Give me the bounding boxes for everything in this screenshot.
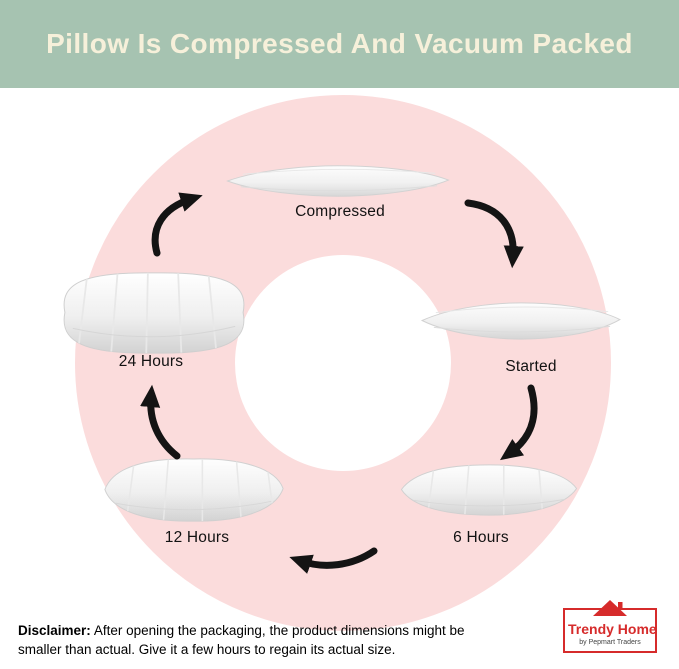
- brand-name: Trendy Home: [568, 621, 657, 638]
- pillow-compressed: [222, 161, 454, 206]
- disclaimer: Disclaimer: After opening the packaging,…: [18, 621, 480, 659]
- pillow-6-hours-illustration: [400, 464, 578, 516]
- disclaimer-text: After opening the packaging, the product…: [18, 622, 465, 657]
- pillow-12-hours-illustration: [104, 458, 284, 522]
- stage-label-compressed: Compressed: [295, 203, 385, 220]
- page-title: Pillow Is Compressed And Vacuum Packed: [46, 28, 633, 59]
- disclaimer-label: Disclaimer:: [18, 622, 91, 638]
- pillow-24-hours: [55, 263, 253, 367]
- pillow-6-hours: [395, 459, 583, 525]
- pillow-started-illustration: [420, 302, 621, 340]
- brand-logo: Trendy Home by Pepmart Traders: [563, 600, 657, 653]
- pillow-started: [417, 297, 625, 349]
- stage-label-24-hours: 24 Hours: [118, 353, 184, 370]
- stage-label-12-hours: 12 Hours: [164, 529, 230, 546]
- header-banner: Pillow Is Compressed And Vacuum Packed: [0, 0, 679, 88]
- pillow-24-hours-illustration: [63, 272, 245, 354]
- house-icon: [591, 597, 629, 617]
- pillow-12-hours: [98, 452, 290, 532]
- pillow-compressed-illustration: [226, 165, 450, 197]
- stage-label-started: Started: [505, 358, 557, 375]
- stage-label-6-hours: 6 Hours: [453, 529, 509, 546]
- brand-tagline: by Pepmart Traders: [579, 639, 641, 646]
